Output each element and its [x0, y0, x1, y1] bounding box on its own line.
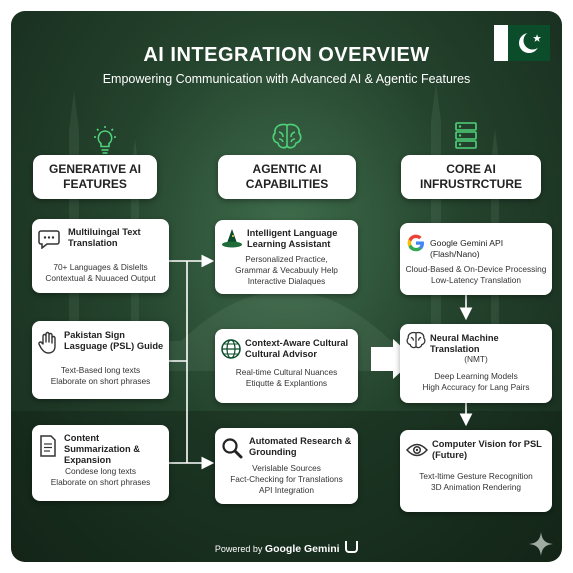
chat-bubble-icon [38, 230, 60, 249]
card-research-grounding[interactable]: Automated Research & Grounding Verislabl… [215, 428, 358, 504]
card-line: Condese long texts [64, 466, 137, 476]
card-line: Verislable Sources [252, 463, 321, 473]
wizard-hat-icon [222, 229, 242, 248]
card-text-translation[interactable]: Multiluingal Text Translation 70+ Langua… [32, 219, 169, 293]
card-line: Cloud-Based & On-Device Processing [405, 264, 547, 274]
card-line: Text-Based long texts [60, 365, 141, 375]
poster: AI INTEGRATION OVERVIEW Empowering Commu… [11, 11, 562, 562]
magnifier-icon [222, 438, 243, 459]
card-line: Interactive Dialaques [247, 276, 326, 286]
card-learning-assistant[interactable]: Intelligent Language Learning Assistant … [215, 220, 358, 294]
card-line: Deep Learning Models [434, 371, 518, 381]
card-line: Elaborate on short phrases [50, 477, 151, 487]
card-line: High Accuracy for Lang Pairs [422, 382, 530, 392]
card-psl-guide[interactable]: Pakistan Sign Lasguage (PSL) Guide Text-… [32, 321, 169, 399]
card-line: Fact-Checking for Translations [230, 474, 343, 484]
card-title: Automated Research & Grounding [249, 436, 352, 457]
globe-icon [221, 339, 241, 359]
card-line: 70+ Languages & Dislelts [53, 262, 148, 272]
card-cultural-advisor[interactable]: Context-Aware Cultural Cultural Advisor … [215, 329, 358, 403]
header-agentic-ai: AGENTIC AI CAPABILITIES [218, 155, 356, 199]
card-title: Context-Aware Cultural Cultural Advisor [245, 338, 349, 359]
card-neural-mt[interactable]: Neural Machine Translation (NMT) Deep Le… [400, 324, 552, 403]
powered-by: Powered by Google Gemini [11, 541, 562, 555]
eye-icon [406, 443, 428, 457]
card-title: Multiluingal Text Translation [68, 227, 141, 248]
card-line: Grammar & Vecabuuly Help [235, 265, 338, 275]
card-line: Real-time Cultural Nuances [235, 367, 338, 377]
sparkle-icon [529, 532, 553, 556]
card-line: Personalized Practice, [245, 254, 328, 264]
card-line: 3D Animation Rendering [431, 482, 521, 492]
card-line: (NMT) [464, 354, 488, 364]
powered-by-brand: Google Gemini [264, 543, 340, 555]
page-subtitle: Empowering Communication with Advanced A… [102, 72, 471, 86]
card-title: Intelligent Language Learning Assistant [247, 228, 338, 249]
page-title: AI INTEGRATION OVERVIEW [143, 44, 430, 66]
brain-icon [406, 331, 426, 349]
header-generative-ai: GENERATIVE AI FEATURES [33, 155, 157, 199]
card-title: Computer Vision for PSL (Future) [432, 439, 542, 460]
card-title: Neural Machine Translation [430, 333, 499, 354]
server-icon [455, 122, 477, 149]
card-title: Google Gemini API (Flash/Nano) [430, 238, 504, 259]
card-title: Content Summarization & Expansion [64, 433, 140, 465]
card-line: API Integration [259, 485, 314, 495]
card-line: Etiqutte & Explantions [245, 378, 328, 388]
brain-icon [272, 123, 302, 149]
header-core-ai: CORE AI INFRUSTRCTURE [401, 155, 541, 199]
card-line: Low-Latency Translation [431, 275, 521, 285]
lightbulb-icon [94, 126, 116, 154]
powered-by-prefix: Powered by [214, 544, 263, 554]
gemini-logo-icon [345, 541, 359, 553]
card-gemini-api[interactable]: Google Gemini API (Flash/Nano) Cloud-Bas… [400, 223, 552, 295]
card-title: Pakistan Sign Lasguage (PSL) Guide [64, 330, 164, 351]
card-line: Contextual & Nuuaced Output [45, 273, 156, 283]
card-line: Elaborate on short phrases [50, 376, 151, 386]
google-g-icon [407, 234, 424, 252]
card-summarization[interactable]: Content Summarization & Expansion Condes… [32, 425, 169, 501]
card-computer-vision[interactable]: Computer Vision for PSL (Future) Text-lt… [400, 430, 552, 512]
card-line: Text-ltime Gesture Recognition [419, 471, 533, 481]
pakistan-flag-icon [494, 25, 550, 61]
document-icon [40, 435, 56, 457]
hand-icon [38, 331, 56, 354]
